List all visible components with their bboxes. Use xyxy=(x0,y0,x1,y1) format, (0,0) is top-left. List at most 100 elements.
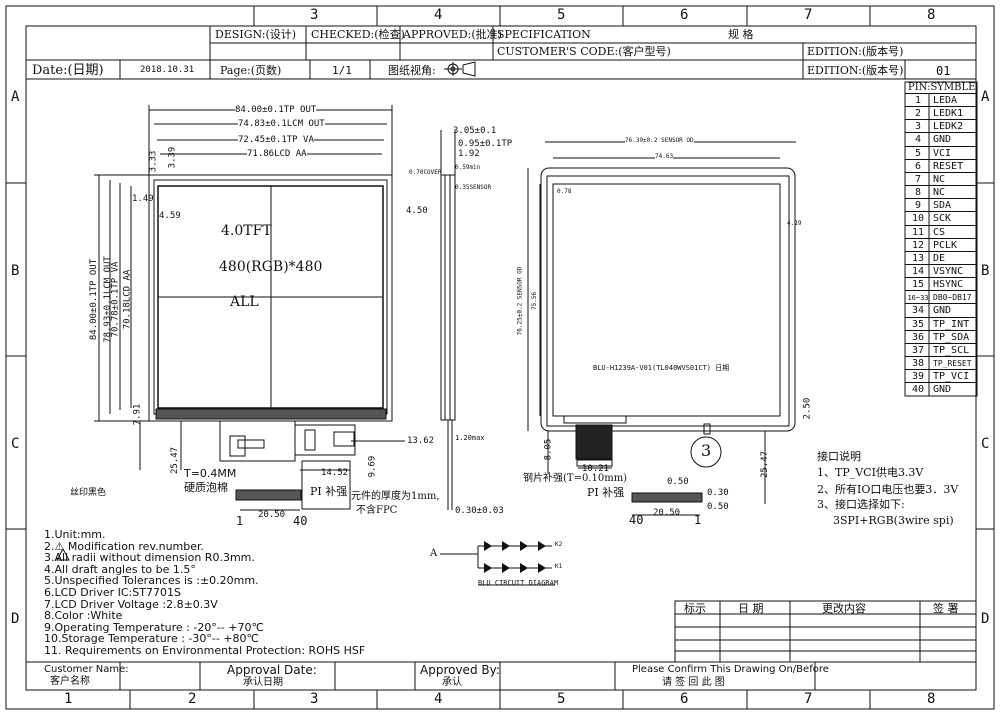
front-dim-1452: 14.52 xyxy=(321,468,349,478)
pin-row: 8 NC xyxy=(905,185,977,199)
col-label-8: 8 xyxy=(927,7,936,23)
front-vdim-791: 7.91 xyxy=(132,403,143,426)
pin-number: 4 xyxy=(914,134,922,146)
pin-symbol: LEDA xyxy=(933,95,958,106)
row-label-c-right: C xyxy=(981,436,990,452)
pin-row: 1 LEDA xyxy=(905,93,977,107)
checked-label: CHECKED:(检查) xyxy=(311,28,405,41)
rev-header-mark: 标示 xyxy=(684,602,706,615)
hard-foam-label: 硬质泡棉 xyxy=(184,481,228,494)
back-dim-050a: 0.50 xyxy=(667,477,689,487)
pin-symbol: HSYNC xyxy=(933,279,964,291)
back-pin-1: 1 xyxy=(694,513,702,527)
note-line: 10.Storage Temperature : -30°-- +80℃ xyxy=(44,632,259,646)
front-vdim-out: 84.00±0.1TP OUT xyxy=(89,258,100,341)
footer-approval-date: Approval Date: xyxy=(227,663,317,677)
front-pin-1: 1 xyxy=(236,514,244,528)
interface-note-3: 3、接口选择如下: xyxy=(817,498,905,511)
side-dim-450: 4.50 xyxy=(406,206,428,216)
pin-number: 16~33 xyxy=(907,294,929,303)
col-label-bottom-7: 7 xyxy=(804,691,813,707)
footer-customer-cn: 客户名称 xyxy=(50,676,90,687)
col-label-bottom-3: 3 xyxy=(310,691,319,707)
front-dim-339: 3.39 xyxy=(167,146,178,169)
back-dim-top-2: 74.63 xyxy=(655,153,674,160)
col-label-bottom-1: 1 xyxy=(64,691,73,707)
front-vdim-va: 70.78±0.1TP VA xyxy=(110,261,121,338)
date-value: 2018.10.31 xyxy=(140,65,195,75)
note-line: 2.⚠ Modification rev.number. xyxy=(44,539,205,553)
pin-number: 35 xyxy=(911,318,925,330)
thickness-label: T=0.4MM xyxy=(184,467,237,480)
row-label-b: B xyxy=(11,263,20,279)
back-dim-top-1: 76.39±0.2 SENSOR OD xyxy=(625,137,694,144)
back-dim-030: 0.30 xyxy=(707,488,729,498)
pin-symbol: GND xyxy=(933,305,952,317)
pin-symbol: SDA xyxy=(933,200,952,212)
row-label-d: D xyxy=(11,611,20,627)
pin-number: 7 xyxy=(914,173,922,185)
col-label-bottom-8: 8 xyxy=(927,691,936,707)
pin-number: 5 xyxy=(914,147,922,159)
pin-number: 8 xyxy=(914,187,922,199)
row-label-d-right: D xyxy=(981,611,990,627)
front-vdim-aa: 70.18LCD AA xyxy=(122,269,133,330)
side-dim-059: 0.59min xyxy=(455,164,481,171)
pin-symbol: TP_RESET xyxy=(933,359,972,368)
footer-approval-cn: 承认日期 xyxy=(243,677,283,688)
customer-code-label: CUSTOMER'S CODE:(客户型号) xyxy=(497,45,671,58)
thickness-note-1: 元件的厚度为1mm, xyxy=(351,491,440,502)
back-dim-1021: 10.21 xyxy=(582,464,610,474)
pin-symbol: GND xyxy=(933,134,952,146)
footer-approved-cn: 承认 xyxy=(442,677,462,688)
side-dim-192: 1.92 xyxy=(458,149,480,159)
back-dim-078: 0.78 xyxy=(557,188,572,195)
pin-number: 10 xyxy=(911,213,925,225)
front-dim-1362: 13.62 xyxy=(407,436,435,446)
pin-row: 15 HSYNC xyxy=(905,277,977,291)
pin-number: 36 xyxy=(911,331,925,343)
blu-caption: BLU CIRCUIT DIAGRAM xyxy=(478,579,559,587)
view-label: 图纸视角: xyxy=(388,64,436,77)
edition-value: 01 xyxy=(936,64,951,78)
front-dim-lcm: 74.83±0.1LCM OUT xyxy=(238,119,325,129)
front-dim-out: 84.00±0.1TP OUT xyxy=(235,105,317,115)
side-dim-035: 0.35SENSOR xyxy=(455,184,492,191)
pin-symbol: TP_VCI xyxy=(933,371,970,383)
blu-k1: K1 xyxy=(555,563,563,570)
back-vdim-1: 76.25±0.2 SENSOR OD xyxy=(516,266,524,336)
back-dim-050b: 0.50 xyxy=(707,502,729,512)
pin-symbol: TP_INT xyxy=(933,318,970,330)
front-dim-333: 3.33 xyxy=(148,150,159,173)
pin-number: 1 xyxy=(914,95,922,106)
pin-number: 34 xyxy=(911,305,925,317)
approved-label: APPROVED:(批准) xyxy=(403,28,502,41)
back-dim-2547: 25.47 xyxy=(760,450,771,479)
note-line: 5.Unspecified Tolerances is :±0.20mm. xyxy=(44,574,259,588)
pin-symbol: VSYNC xyxy=(933,265,964,277)
row-label-b-right: B xyxy=(981,263,990,279)
front-vdim-969: 9.69 xyxy=(367,455,378,478)
pin-symbol: TP_SCL xyxy=(933,344,970,356)
col-label-6: 6 xyxy=(680,7,689,23)
front-dim-va: 72.45±0.1TP VA xyxy=(238,135,314,145)
pin-symbol: NC xyxy=(933,187,946,199)
pin-number: 15 xyxy=(911,279,925,291)
silk-label: 丝印黑色 xyxy=(70,488,107,498)
side-dim-030: 0.30±0.03 xyxy=(455,506,504,516)
pin-symbol: CS xyxy=(933,226,946,238)
blu-k2: K2 xyxy=(555,541,563,548)
pin-number: 6 xyxy=(914,160,922,172)
panel-resolution: 480(RGB)*480 xyxy=(219,259,323,275)
pin-symbol: DE xyxy=(933,252,946,264)
note-line: 3.All radii without dimension R0.3mm. xyxy=(44,551,255,565)
pin-symbol: TP_SDA xyxy=(933,331,970,343)
rev-header-content: 更改内容 xyxy=(822,602,866,615)
